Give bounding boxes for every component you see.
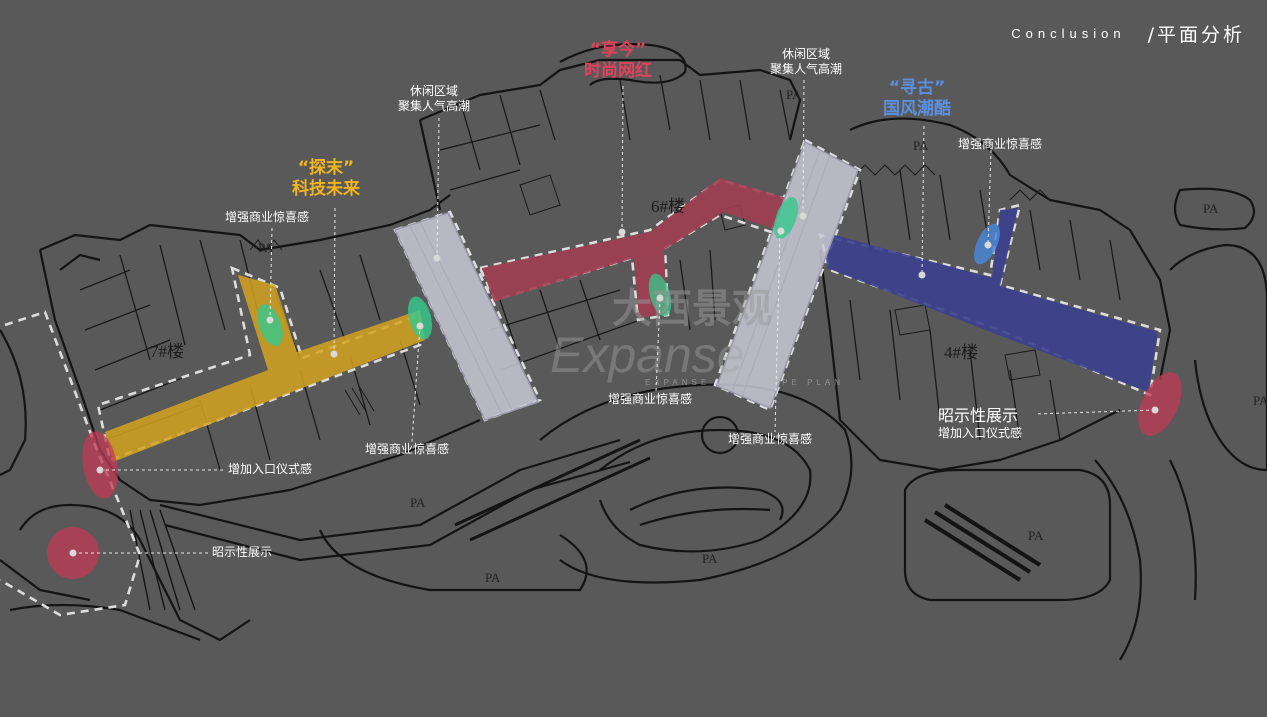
zone-quote: “享今” bbox=[589, 40, 647, 60]
leader-lines bbox=[73, 79, 1156, 554]
dot-icon bbox=[984, 241, 992, 249]
dot-icon bbox=[69, 549, 77, 557]
blue-zone-path bbox=[824, 208, 1158, 392]
pa-label: PA bbox=[786, 87, 802, 102]
dot-icon bbox=[433, 254, 441, 262]
annotation-leisure-left: 休闲区域 聚集人气高潮 bbox=[398, 84, 471, 113]
building-label-6: 6#楼 bbox=[651, 197, 685, 216]
dot-icon bbox=[1151, 406, 1159, 414]
pa-label: PA bbox=[1203, 201, 1219, 216]
right-leisure-plaza bbox=[716, 140, 859, 409]
annotation-surprise: 增强商业惊喜感 bbox=[608, 392, 693, 406]
plan-outlines bbox=[0, 42, 1267, 661]
pa-label: PA bbox=[913, 138, 929, 153]
dot-icon bbox=[330, 350, 338, 358]
watermark-en: Expanse bbox=[550, 327, 745, 383]
plan-details bbox=[249, 164, 1051, 416]
leader-dots bbox=[69, 212, 1159, 557]
pa-label: PA bbox=[258, 240, 274, 255]
zone-title-red: “享今” 时尚网红 bbox=[584, 40, 652, 83]
watermark-sub: EXPANSE LANDSCAPE PLAN bbox=[645, 378, 844, 387]
plan-area-labels: PA PA PA PA PA PA PA PA PA 7#楼 6#楼 4#楼 bbox=[150, 87, 1267, 585]
dot-icon bbox=[918, 271, 926, 279]
pa-label: PA bbox=[1028, 528, 1044, 543]
header-cn-title: /平面分析 bbox=[1147, 23, 1245, 46]
zone-quote: “探末” bbox=[297, 158, 355, 178]
zone-title-yellow: “探末” 科技未来 bbox=[292, 158, 360, 201]
page-header: Conclusion /平面分析 bbox=[1011, 20, 1245, 46]
annotation-leisure-right: 休闲区域 聚集人气高潮 bbox=[770, 47, 843, 76]
annotation-entrance: 增加入口仪式感 bbox=[228, 462, 313, 476]
annotation-surprise: 增强商业惊喜感 bbox=[728, 432, 813, 446]
yellow-zone-path bbox=[105, 275, 425, 462]
highlight-ellipses bbox=[47, 197, 1182, 579]
dot-icon bbox=[799, 212, 807, 220]
pa-label: PA bbox=[410, 495, 426, 510]
dot-icon bbox=[96, 466, 104, 474]
pa-label: PA bbox=[1253, 393, 1267, 408]
dot-icon bbox=[656, 294, 664, 302]
zone-paths bbox=[105, 178, 1158, 462]
watermark: 大西景观 Expanse EXPANSE LANDSCAPE PLAN bbox=[550, 287, 844, 387]
red-zone-path bbox=[482, 178, 793, 318]
pa-label: PA bbox=[485, 570, 501, 585]
annotation-display-left: 昭示性展示 bbox=[212, 545, 273, 559]
pa-label: PA bbox=[702, 551, 718, 566]
red-display-highlight-right bbox=[1138, 372, 1182, 436]
annotation-surprise: 增强商业惊喜感 bbox=[365, 442, 450, 456]
building-label-7: 7#楼 bbox=[150, 342, 184, 361]
building-label-4: 4#楼 bbox=[944, 343, 978, 362]
annotation-display-right: 昭示性展示 增加入口仪式感 bbox=[938, 406, 1023, 440]
zone-name: 时尚网红 bbox=[584, 61, 652, 82]
green-highlight-yellow-zone bbox=[257, 303, 283, 347]
watermark-cn: 大西景观 bbox=[612, 287, 772, 331]
annotation-surprise: 增强商业惊喜感 bbox=[958, 137, 1043, 151]
red-entrance-highlight bbox=[82, 431, 118, 499]
zone-name: 科技未来 bbox=[292, 179, 360, 200]
zone-title-blue: “寻古” 国风潮酷 bbox=[883, 78, 951, 121]
green-highlight-yellow-end bbox=[407, 296, 433, 340]
plaza-stripes bbox=[409, 149, 831, 415]
dot-icon bbox=[618, 228, 626, 236]
header-en-title: Conclusion bbox=[1011, 25, 1126, 41]
dot-icon bbox=[416, 322, 424, 330]
annotation-surprise: 增强商业惊喜感 bbox=[225, 210, 310, 224]
dot-icon bbox=[777, 227, 785, 235]
dot-icon bbox=[266, 316, 274, 324]
zone-quote: “寻古” bbox=[888, 78, 946, 98]
zone-name: 国风潮酷 bbox=[883, 99, 951, 120]
plan-units bbox=[79, 74, 1121, 471]
